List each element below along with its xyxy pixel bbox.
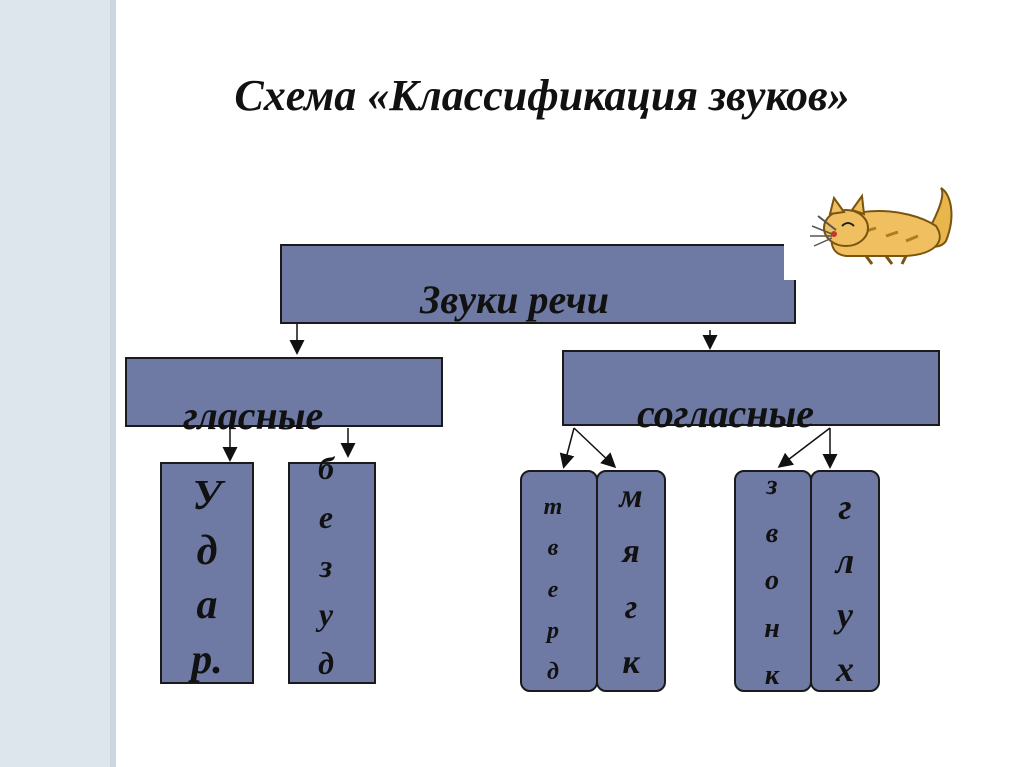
- stressed-letter: д: [196, 527, 218, 574]
- side-stripe: [0, 0, 110, 767]
- stressed-letter: р.: [191, 636, 223, 683]
- voiceless-box: [810, 470, 880, 692]
- voiceless-letter: л: [835, 541, 855, 581]
- soft-letter: я: [622, 533, 640, 571]
- unstressed-letter: е: [318, 498, 334, 535]
- hard-letter: т: [543, 494, 563, 520]
- arrow-cons-voiced: [777, 427, 831, 468]
- cat-icon: [810, 187, 953, 265]
- stressed-letter: а: [196, 582, 218, 629]
- unstressed-box: [288, 462, 376, 684]
- soft-letters: м я г к: [606, 478, 656, 682]
- voiced-letter: о: [765, 565, 779, 596]
- root-box-notch: [784, 244, 798, 280]
- hard-letter: е: [547, 576, 559, 603]
- unstressed-letters: б е з у д: [296, 450, 356, 682]
- arrow-cons-soft: [573, 427, 617, 469]
- voiceless-letters: г л у х: [820, 486, 870, 690]
- voiceless-letter: у: [837, 595, 853, 635]
- root-label: Звуки речи: [420, 277, 609, 322]
- voiced-letter: н: [764, 612, 780, 644]
- unstressed-letter: у: [318, 596, 334, 633]
- unstressed-letter: б: [318, 450, 334, 486]
- arrow-cons-hard: [559, 427, 575, 469]
- voiceless-letter: г: [838, 487, 852, 527]
- hard-letter: в: [547, 535, 559, 562]
- voiced-letter: з: [766, 470, 778, 501]
- unstressed-letter: з: [319, 547, 333, 584]
- unstressed-letter: д: [318, 645, 334, 681]
- stressed-letters: У д а р.: [172, 472, 242, 684]
- root-box: [280, 244, 796, 324]
- soft-box: [596, 470, 666, 692]
- slide-title: Схема «Классификация звуков»: [234, 71, 850, 120]
- voiceless-letter: х: [836, 649, 854, 689]
- consonants-box: [562, 350, 940, 426]
- soft-letter: г: [624, 588, 638, 626]
- soft-letter: к: [622, 643, 640, 681]
- stressed-box: [160, 462, 254, 684]
- vowels-box: [125, 357, 443, 427]
- voiced-box: [734, 470, 812, 692]
- consonants-label: согласные: [637, 391, 814, 436]
- voiced-letters: з в о н к: [744, 470, 800, 692]
- vowels-label: гласные: [183, 393, 324, 438]
- hard-box: [520, 470, 598, 692]
- soft-letter: м: [619, 478, 643, 515]
- voiced-letter: в: [765, 517, 779, 549]
- hard-letter: р: [547, 617, 559, 644]
- hard-letters: т в е р д: [528, 494, 578, 686]
- voiced-letter: к: [764, 660, 780, 691]
- hard-letter: д: [547, 659, 559, 685]
- stressed-letter: У: [192, 473, 222, 519]
- side-stripe-edge: [110, 0, 116, 767]
